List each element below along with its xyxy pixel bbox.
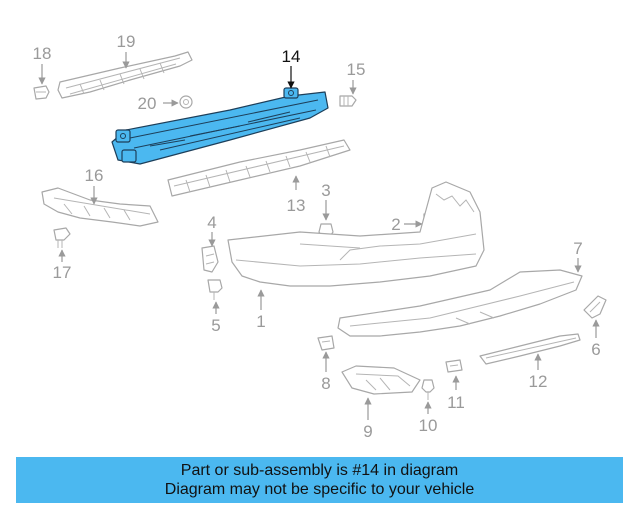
callout-13: 13: [287, 196, 306, 215]
part-20-nut[interactable]: [179, 95, 193, 109]
callout-7: 7: [573, 239, 582, 258]
callout-2: 2: [391, 215, 400, 234]
part-1-bumper-cover[interactable]: [227, 181, 485, 287]
callout-5: 5: [211, 316, 220, 335]
part-8-bracket[interactable]: [317, 335, 335, 351]
caption-line-2: Diagram may not be specific to your vehi…: [164, 481, 475, 498]
callout-20: 20: [138, 94, 157, 113]
part-14-reinforcement-beam[interactable]: [111, 87, 329, 165]
part-5-screw[interactable]: [207, 279, 223, 300]
callout-16: 16: [85, 166, 104, 185]
parts-diagram: 18 19 20 14 15 16 13 3 2 4 17 7 5 1 6 8 …: [33, 32, 607, 441]
part-15-bolt[interactable]: [339, 95, 357, 107]
part-7-diffuser[interactable]: [337, 269, 583, 337]
callout-17: 17: [53, 263, 72, 282]
part-10-clip[interactable]: [421, 379, 435, 400]
callout-14: 14: [282, 47, 301, 66]
callout-3: 3: [321, 181, 330, 200]
part-18-clip[interactable]: [33, 85, 50, 100]
callout-8: 8: [321, 374, 330, 393]
callout-18: 18: [33, 44, 52, 63]
part-4-bracket[interactable]: [201, 245, 219, 273]
part-12-trim-strip[interactable]: [479, 333, 581, 365]
part-19-upper-bracket[interactable]: [57, 51, 193, 99]
callout-9: 9: [363, 422, 372, 441]
part-17-push-clip[interactable]: [53, 227, 71, 248]
callout-12: 12: [529, 372, 548, 391]
part-6-end-bracket[interactable]: [583, 295, 607, 319]
caption-banner: Part or sub-assembly is #14 in diagram D…: [16, 457, 623, 503]
callout-10: 10: [419, 416, 438, 435]
callout-6: 6: [591, 340, 600, 359]
callout-11: 11: [447, 393, 465, 412]
part-16-side-retainer[interactable]: [41, 187, 159, 227]
part-13-energy-absorber[interactable]: [167, 139, 351, 197]
callout-19: 19: [117, 32, 136, 51]
callout-1: 1: [256, 312, 265, 331]
callout-15: 15: [347, 60, 366, 79]
part-9-housing[interactable]: [341, 365, 421, 395]
callout-4: 4: [207, 213, 216, 232]
part-11-nut[interactable]: [445, 359, 463, 373]
caption-line-1: Part or sub-assembly is #14 in diagram: [180, 462, 459, 479]
